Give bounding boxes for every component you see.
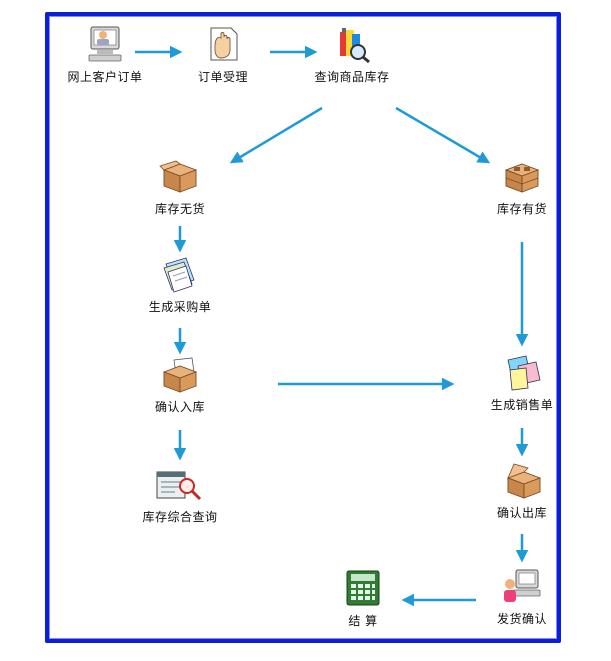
node-ship-confirm: 发货确认: [462, 566, 582, 627]
form-magnifier-icon: [156, 471, 202, 501]
magnifier-bottles-icon: [340, 28, 370, 64]
label-query-stock: 查询商品库存: [314, 70, 390, 84]
node-order-accept: 订单受理: [163, 24, 283, 85]
box-with-paper-icon: [162, 357, 198, 393]
terminal-user-icon: [504, 569, 541, 602]
label-stock-query: 库存综合查询: [142, 510, 218, 524]
label-online-order: 网上客户订单: [67, 70, 143, 84]
node-confirm-inbound: 确认入库: [120, 356, 240, 415]
label-ship-confirm: 发货确认: [496, 612, 547, 626]
label-purchase-order: 生成采购单: [148, 300, 212, 314]
node-settlement: 结 算: [303, 568, 423, 629]
node-query-stock: 查询商品库存: [292, 24, 412, 85]
full-box-icon: [504, 163, 540, 193]
calculator-icon: [346, 570, 380, 606]
stacked-papers-icon: [163, 257, 195, 293]
label-sales-order: 生成销售单: [490, 398, 554, 412]
node-out-of-stock: 库存无货: [120, 158, 240, 217]
node-purchase-order: 生成采购单: [120, 254, 240, 315]
colored-papers-icon: [507, 355, 541, 391]
node-online-order: 网上客户订单: [45, 24, 165, 85]
empty-box-icon: [159, 160, 198, 193]
label-order-accept: 订单受理: [197, 70, 248, 84]
label-out-of-stock: 库存无货: [154, 202, 205, 216]
computer-user-icon: [88, 26, 122, 62]
hand-document-icon: [210, 27, 238, 61]
label-confirm-outbound: 确认出库: [496, 506, 547, 520]
diagram-frame: [45, 12, 561, 643]
label-confirm-inbound: 确认入库: [154, 400, 205, 414]
node-in-stock: 库存有货: [462, 158, 582, 217]
label-settlement: 结 算: [348, 614, 378, 628]
node-sales-order: 生成销售单: [462, 352, 582, 413]
node-stock-query: 库存综合查询: [120, 466, 240, 525]
node-confirm-outbound: 确认出库: [462, 460, 582, 521]
arrow-query-to-in-stock: [395, 106, 491, 164]
open-box-icon: [506, 463, 542, 499]
label-in-stock: 库存有货: [496, 202, 547, 216]
arrow-query-to-out-of-stock: [229, 106, 323, 164]
